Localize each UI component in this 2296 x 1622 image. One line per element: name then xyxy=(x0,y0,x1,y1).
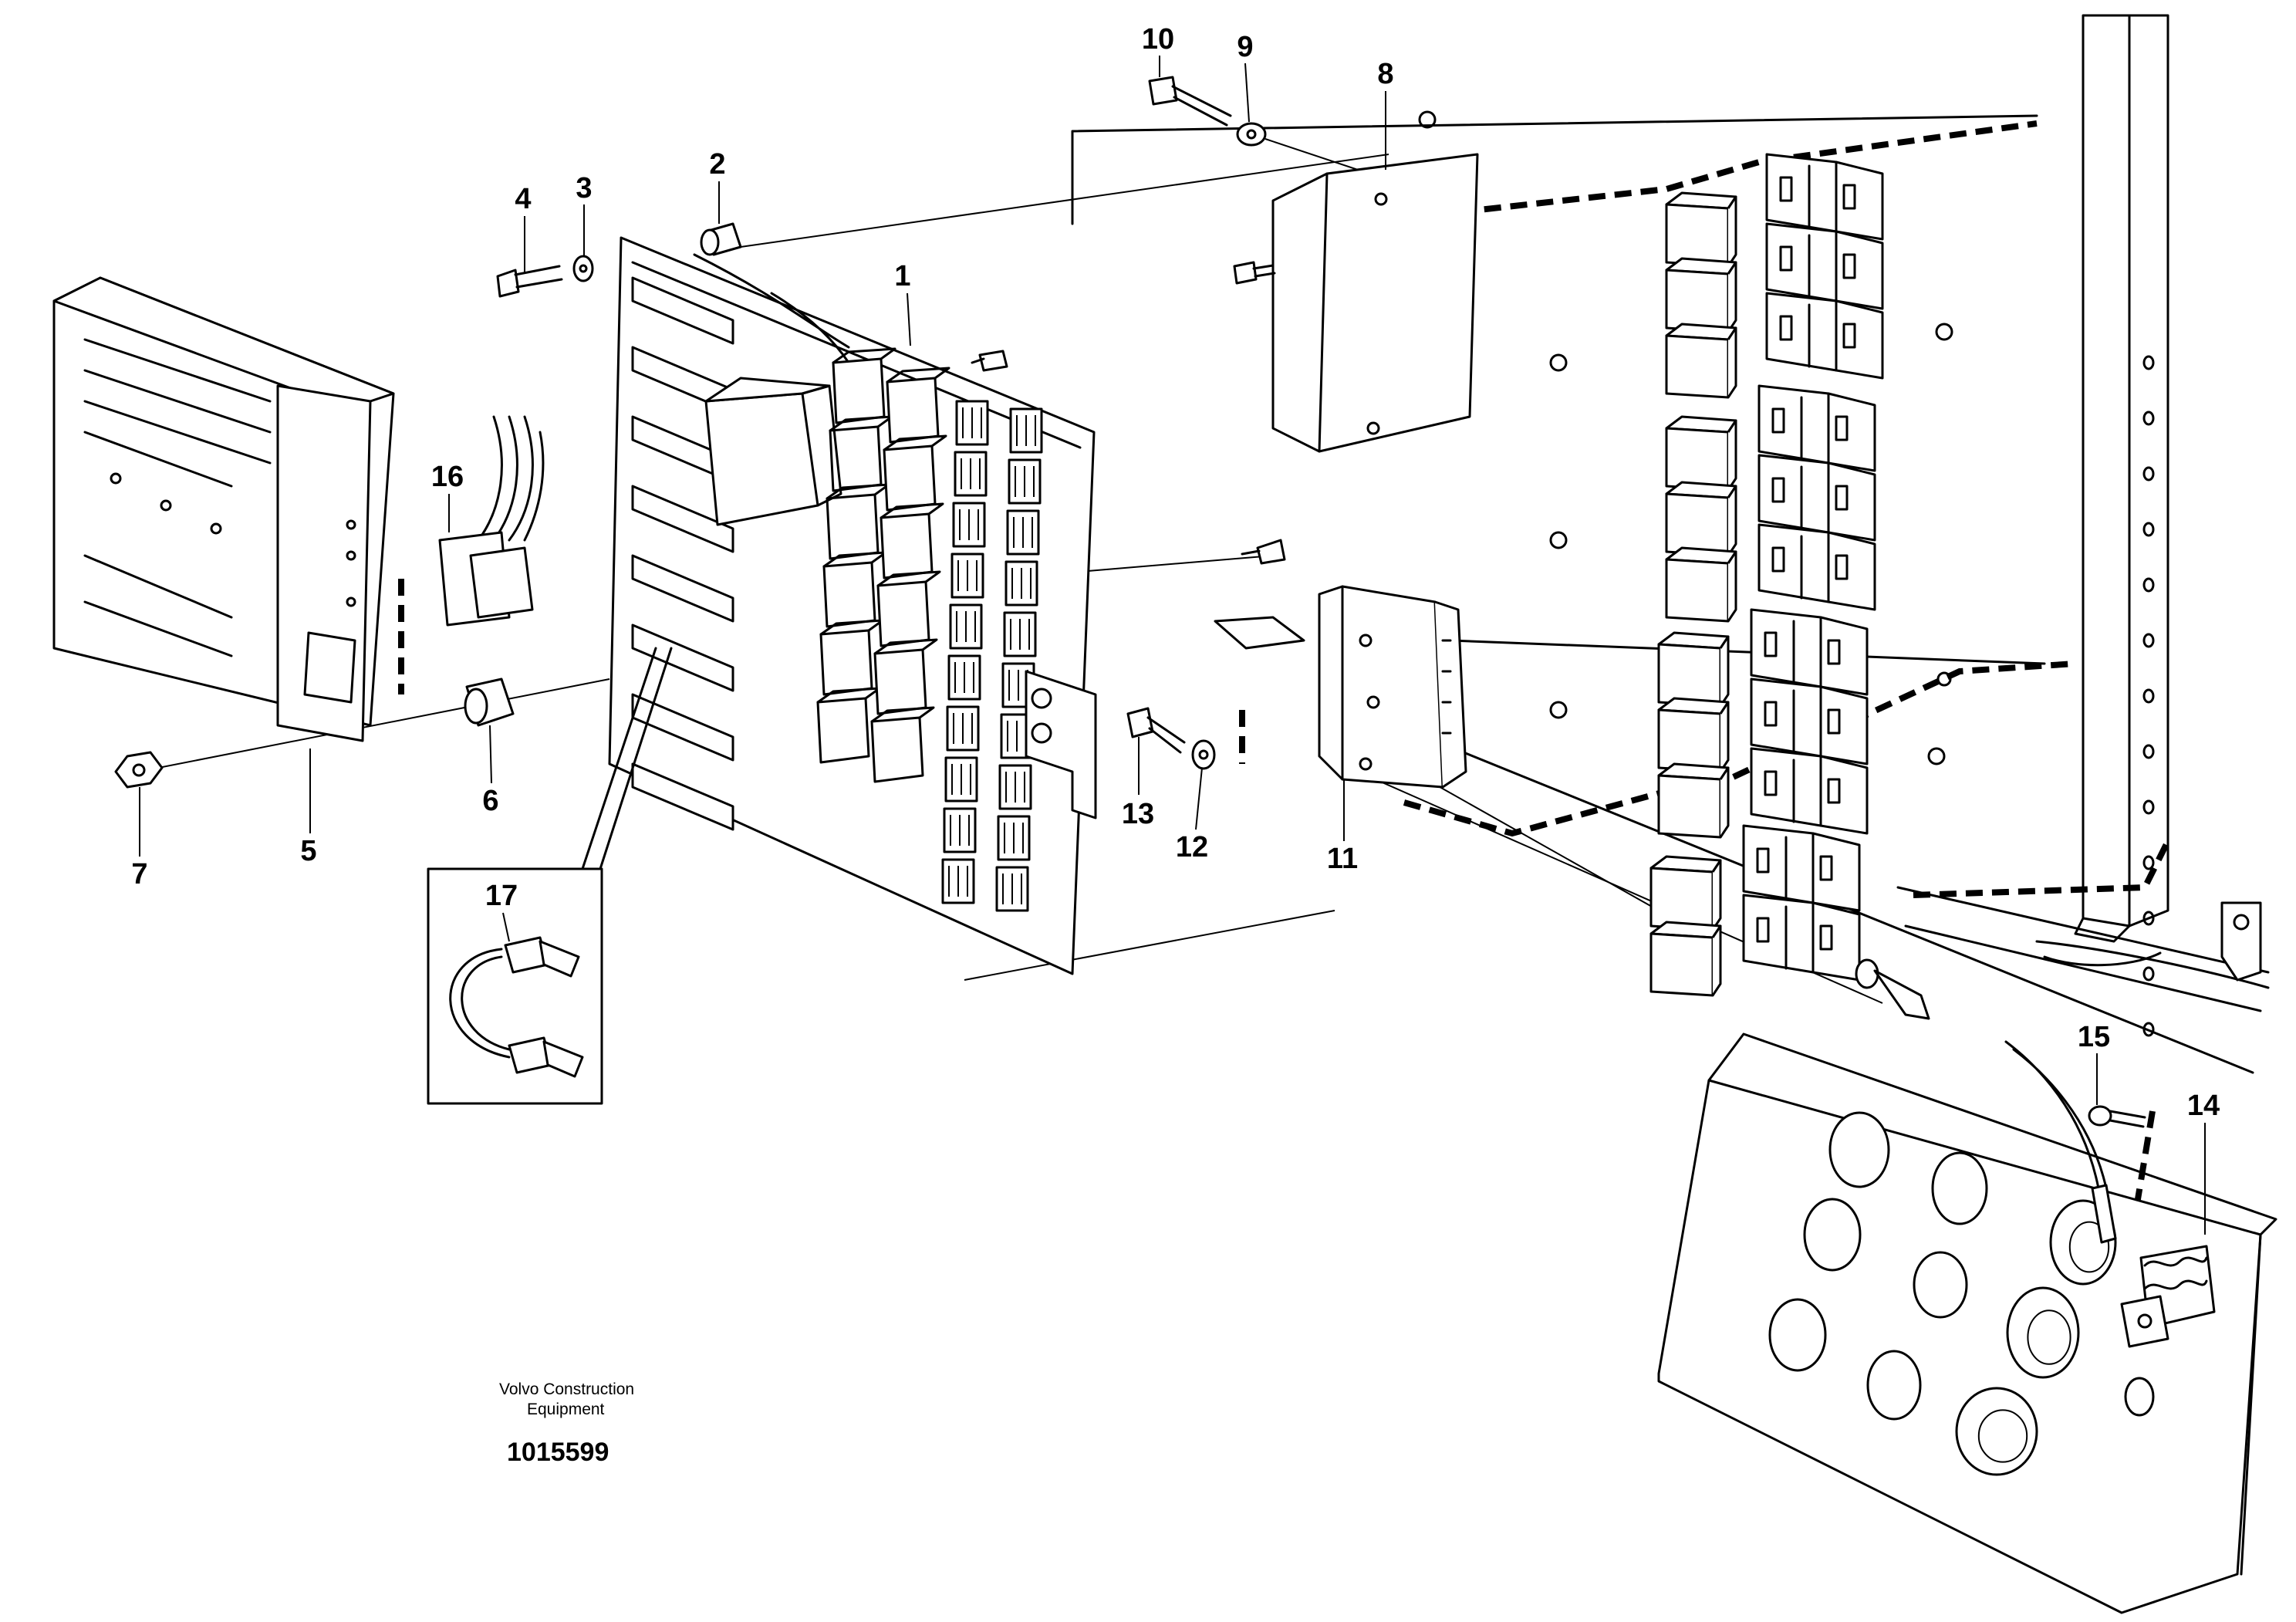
board-relay xyxy=(886,377,940,444)
washer-9 xyxy=(1236,122,1267,147)
callout-12: 12 xyxy=(1176,831,1208,863)
panel-gauge xyxy=(1803,1198,1862,1272)
part-number: 1015599 xyxy=(507,1438,609,1467)
panel-gauge xyxy=(2124,1377,2155,1417)
board-big-relay xyxy=(704,377,842,526)
board-relay xyxy=(819,629,873,696)
callout-4: 4 xyxy=(515,183,531,215)
board-relay xyxy=(883,444,937,512)
callout-17: 17 xyxy=(485,880,518,912)
harness-connector xyxy=(438,415,545,627)
terminal-strip xyxy=(2120,1245,2216,1348)
pillar-hole xyxy=(2142,799,2155,815)
pillar-hole xyxy=(2142,966,2155,982)
board-fuses xyxy=(941,400,1043,912)
board-relay xyxy=(822,561,876,628)
board-relays xyxy=(816,347,950,783)
pillar-holes xyxy=(2142,355,2155,1037)
pillar-hole xyxy=(2142,466,2155,482)
pillar-hole xyxy=(2142,633,2155,648)
board-relay xyxy=(816,697,870,764)
callout-10: 10 xyxy=(1142,23,1174,56)
screw-13 xyxy=(1126,707,1186,754)
callout-leaders xyxy=(139,56,2206,1235)
pillar-hole xyxy=(2142,522,2155,537)
panel-gauges xyxy=(1768,1111,2155,1476)
screw-10 xyxy=(1148,76,1232,127)
board-connector-strip xyxy=(631,276,734,345)
board-connector-strip xyxy=(631,485,734,553)
cover-plate xyxy=(1233,153,1479,453)
loose-clip xyxy=(2220,901,2262,982)
pillar-hole xyxy=(2142,911,2155,926)
control-unit-box xyxy=(52,276,395,742)
wall-relays xyxy=(1649,191,1737,997)
ground-screw xyxy=(2088,1105,2146,1128)
pillar-hole xyxy=(2142,744,2155,759)
callout-2: 2 xyxy=(709,148,725,181)
callout-16: 16 xyxy=(431,461,464,493)
panel-gauge xyxy=(1866,1350,1922,1421)
panel-gauge xyxy=(1913,1251,1968,1319)
panel-gauge xyxy=(1955,1387,2038,1476)
callout-7: 7 xyxy=(131,858,147,890)
ground-lead xyxy=(2004,1040,2117,1244)
washer-12 xyxy=(1191,739,1216,770)
callout-15: 15 xyxy=(2078,1021,2110,1053)
board-mounting-bracket xyxy=(1025,670,1097,819)
board-relay xyxy=(832,357,886,424)
spacer xyxy=(464,678,515,727)
panel-gauge xyxy=(1931,1151,1988,1225)
callout-3: 3 xyxy=(576,172,592,204)
panel-gauge xyxy=(2006,1286,2080,1379)
callout-6: 6 xyxy=(482,785,498,817)
board-relay xyxy=(870,716,924,783)
callout-5: 5 xyxy=(300,835,316,867)
panel-gauge xyxy=(1828,1111,1890,1188)
pillar-hole xyxy=(2142,355,2155,370)
credit-line-2: Equipment xyxy=(527,1401,605,1418)
instrument-panel xyxy=(1657,1032,2277,1614)
board-relay xyxy=(826,493,880,560)
board-relay xyxy=(876,580,930,647)
callout-11: 11 xyxy=(1327,843,1358,875)
board-relay xyxy=(880,512,934,580)
pillar-hole xyxy=(2142,688,2155,704)
callout-14: 14 xyxy=(2187,1090,2220,1122)
cab-pillar xyxy=(2043,14,2169,967)
board-connector-strip xyxy=(631,554,734,623)
board-relay xyxy=(873,648,927,715)
callout-9: 9 xyxy=(1237,31,1253,63)
pillar-hole xyxy=(2142,411,2155,426)
dashed-wiring xyxy=(398,120,2171,1205)
washer xyxy=(572,255,594,282)
board-connector-strip xyxy=(631,693,734,762)
board-screws xyxy=(971,350,1286,565)
callout-8: 8 xyxy=(1377,58,1393,90)
board-connector-strip xyxy=(631,762,734,831)
screw xyxy=(496,265,563,298)
standoff xyxy=(700,222,742,256)
callout-labels: 1 2 3 4 5 6 7 8 9 10 11 12 13 14 15 16 1… xyxy=(131,23,2220,1122)
wall-bolt xyxy=(1855,958,1930,1020)
pillar-hole xyxy=(2142,1022,2155,1037)
board-left-strips xyxy=(631,276,734,831)
wall-fuse-holders xyxy=(1742,153,1884,982)
callout-1: 1 xyxy=(894,260,910,292)
jumper-cable-inset xyxy=(427,647,673,1105)
panel-gauge xyxy=(1768,1298,1827,1372)
credit-line-1: Volvo Construction xyxy=(499,1380,634,1398)
connector-block xyxy=(1214,585,1467,789)
pillar-hole xyxy=(2142,855,2155,870)
nut xyxy=(114,751,164,789)
pillar-hole xyxy=(2142,577,2155,593)
callout-13: 13 xyxy=(1122,798,1154,830)
board-connector-strip xyxy=(631,623,734,692)
